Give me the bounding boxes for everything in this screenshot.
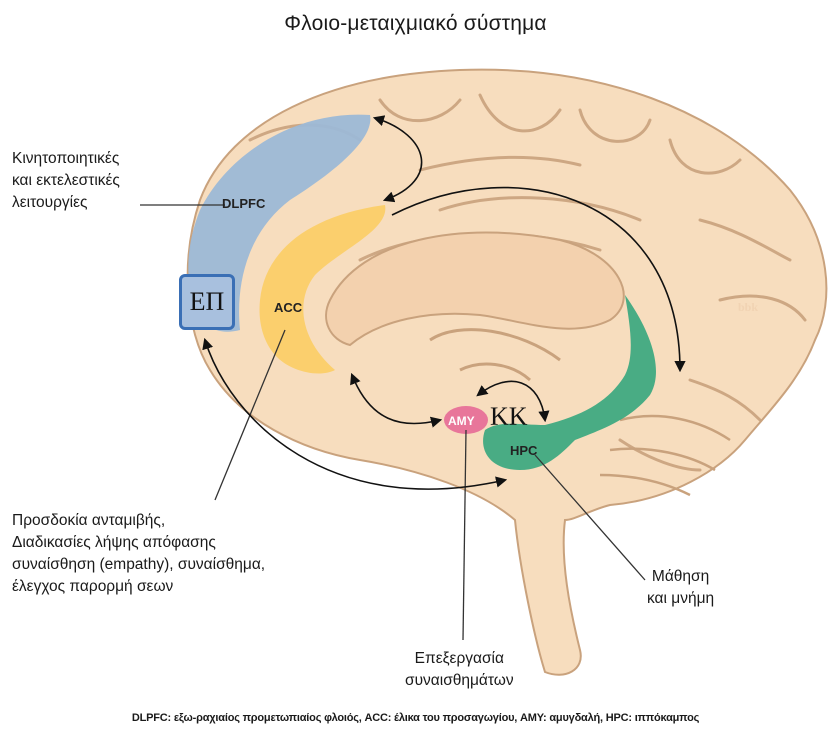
kk-overlay-label: ΚΚ [490,402,528,432]
hpc-label: HPC [510,443,537,458]
learning-memory-label: Μάθηση και μνήμη [647,566,714,610]
ep-overlay-box: ΕΠ [179,274,235,330]
amy-label: AMY [448,414,475,428]
abbreviations-footer: DLPFC: εξω-ραχιαίος προμετωπιαίος φλοιός… [0,712,831,724]
emotion-processing-label: Επεξεργασία συναισθημάτων [405,648,514,692]
dlpfc-label: DLPFC [222,196,265,211]
reward-label: Προσδοκία ανταμιβής, Διαδικασίες λήψης α… [12,510,265,598]
acc-label: ACC [274,300,302,315]
executive-functions-label: Κινητοποιητικές και εκτελεστικές λειτουρ… [12,148,120,214]
watermark-logo: bbk [738,300,758,315]
